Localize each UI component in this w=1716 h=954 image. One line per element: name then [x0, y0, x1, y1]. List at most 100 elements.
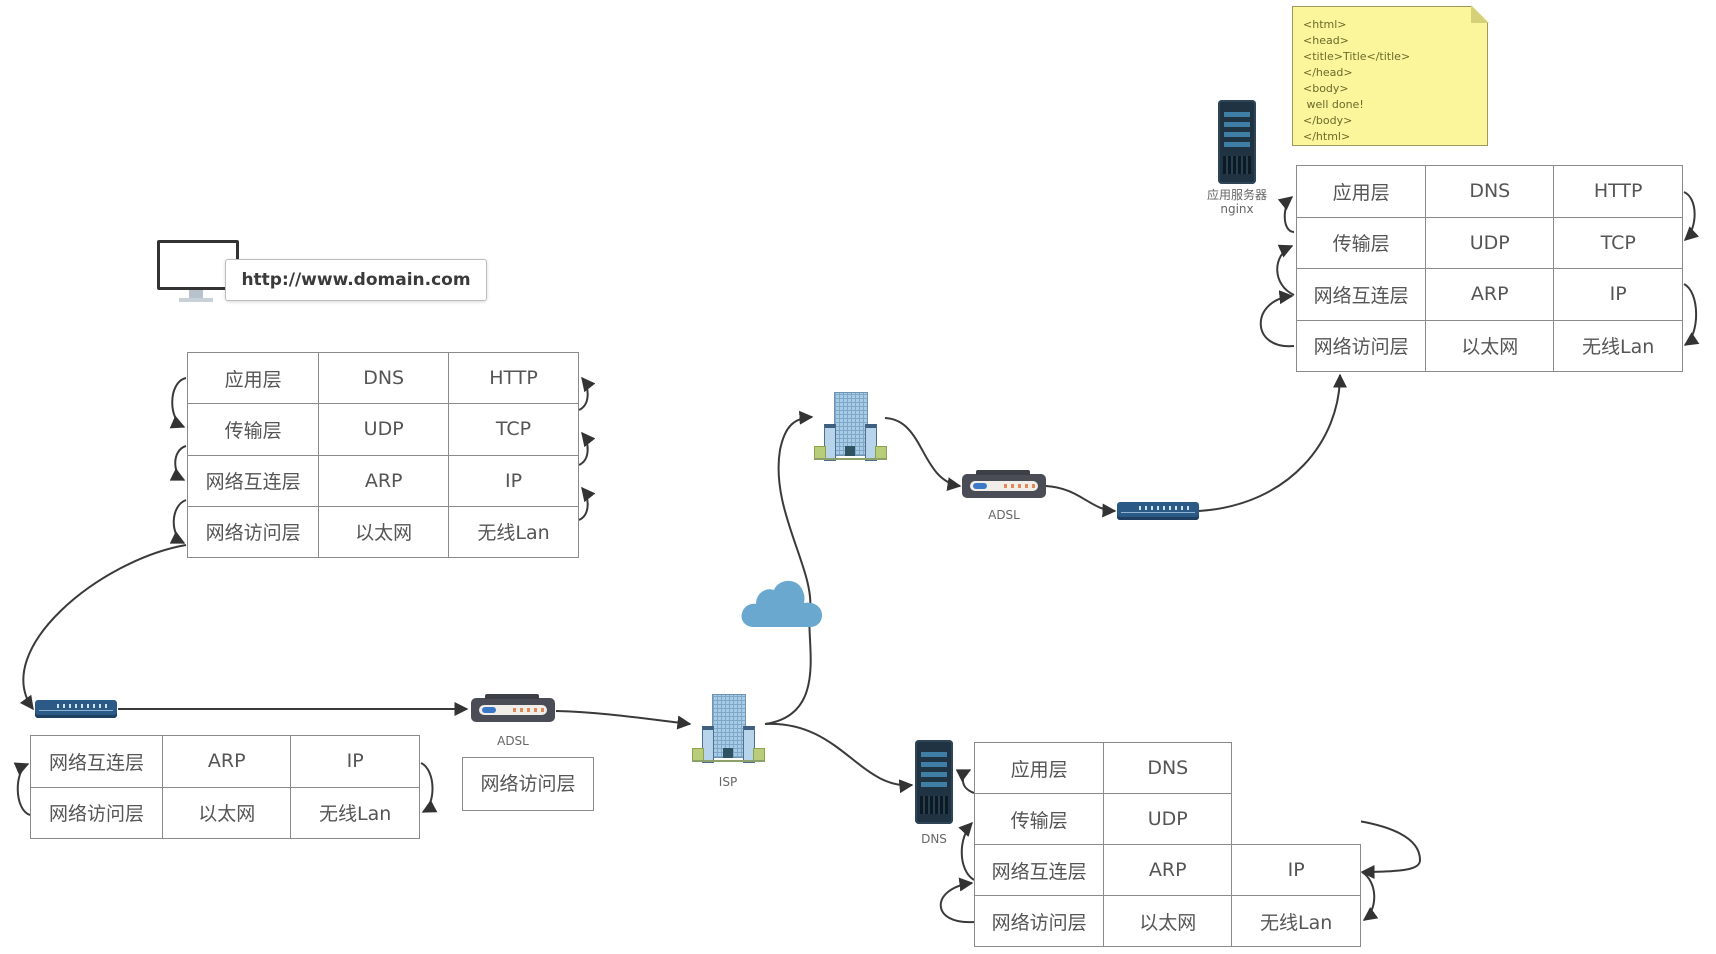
protocol-cell: UDP: [1103, 793, 1233, 845]
arrow-dns-access-to-internet: [939, 877, 975, 924]
layer-name-cell: 网络互连层: [973, 844, 1105, 896]
html-response-note: <html><head><title>Title</title></head><…: [1292, 5, 1489, 146]
arrow-app-transport-to-app: [1277, 196, 1295, 233]
arrow-building-to-adsl: [884, 417, 962, 492]
protocol-cell: IP: [1553, 268, 1683, 321]
layer-name-cell: 传输层: [1295, 216, 1427, 269]
arrow-isp-to-dns: [764, 722, 914, 794]
layer-name-cell: 传输层: [186, 403, 320, 456]
cloud-shape: [741, 580, 822, 627]
client-switch-icon: [35, 700, 117, 718]
html-response-code: <html><head><title>Title</title></head><…: [1303, 17, 1410, 145]
protocol-cell: 以太网: [162, 786, 292, 839]
layer-name-cell: 网络互连层: [1295, 268, 1427, 321]
dns-server-icon: [915, 740, 953, 824]
protocol-cell: 无线Lan: [1553, 319, 1683, 372]
isp-label: ISP: [718, 775, 738, 789]
app-server-label: 应用服务器: [1206, 188, 1267, 202]
server-side-building-icon: [814, 388, 887, 466]
protocol-cell: 以太网: [1425, 319, 1555, 372]
protocol-cell: TCP: [1553, 216, 1683, 269]
arrow-dns-ip-to-lan: [1361, 871, 1379, 921]
layer-name-cell: 网络访问层: [1295, 319, 1427, 372]
code-line: <title>Title</title>: [1303, 50, 1411, 63]
server-switch-icon: [1117, 502, 1199, 520]
isp-building-icon: [692, 690, 765, 768]
arrow-client-app-to-transport: [169, 377, 187, 429]
protocol-cell: UDP: [318, 403, 450, 456]
protocol-cell: ARP: [162, 735, 292, 788]
arrow-dns-internet-to-transport: [958, 821, 975, 881]
protocol-cell: IP: [448, 454, 579, 507]
layer-row: 网络访问层以太网无线Lan: [973, 895, 1361, 947]
arrow-adsl-to-switch: [1045, 485, 1117, 518]
arrow-client-ip-to-tcp: [578, 431, 596, 466]
layer-name-cell: 应用层: [1295, 165, 1427, 218]
app-server-sublabel: nginx: [1220, 202, 1254, 216]
protocol-cell: HTTP: [1553, 165, 1683, 218]
code-line: </html>: [1303, 130, 1351, 143]
protocol-cell: 无线Lan: [448, 505, 579, 559]
arrow-app-ip-to-lan: [1683, 283, 1700, 346]
arrow-client-lan-to-ip: [578, 486, 596, 521]
protocol-cell: 无线Lan: [290, 786, 420, 839]
server-adsl-label: ADSL: [988, 508, 1020, 522]
arrow-client-tcp-to-http: [578, 376, 596, 411]
protocol-cell: TCP: [448, 403, 579, 456]
code-line: <head>: [1303, 34, 1349, 47]
layer-name-cell: 应用层: [186, 351, 320, 405]
arrow-switch-table-right: [420, 762, 438, 813]
protocol-cell: 以太网: [318, 505, 450, 559]
code-line: well done!: [1303, 98, 1364, 111]
internet-cloud-icon: [741, 580, 822, 627]
arrow-app-access-to-internet: [1259, 290, 1295, 348]
layer-name-cell: 应用层: [973, 742, 1105, 794]
layer-name-cell: 网络互连层: [29, 735, 164, 788]
arrow-app-http-to-tcp: [1683, 191, 1700, 241]
protocol-cell: DNS: [318, 351, 450, 405]
arrow-app-internet-to-transport: [1276, 244, 1295, 296]
code-line: </head>: [1303, 66, 1353, 79]
server-adsl-modem-icon: [962, 470, 1046, 498]
code-line: <body>: [1303, 82, 1349, 95]
protocol-cell: ARP: [318, 454, 450, 507]
arrow-client-to-switch: [19, 544, 187, 711]
protocol-cell: [1232, 743, 1361, 794]
layer-row: 网络访问层以太网无线Lan: [1295, 319, 1683, 372]
arrow-dns-transport-to-app: [955, 769, 975, 794]
protocol-cell: 无线Lan: [1231, 895, 1361, 947]
client-adsl-modem-icon: [471, 694, 555, 722]
protocol-cell: HTTP: [448, 351, 579, 405]
protocol-cell: UDP: [1425, 216, 1555, 269]
code-line: </body>: [1303, 114, 1353, 127]
arrow-adsl-to-isp: [555, 710, 692, 730]
layer-name-cell: 传输层: [973, 793, 1105, 845]
adsl-access-layer-box: 网络访问层: [462, 757, 594, 811]
protocol-cell: ARP: [1425, 268, 1555, 321]
arrow-client-transport-to-internet: [169, 445, 187, 481]
protocol-cell: IP: [290, 735, 420, 788]
note-fold-corner: [1471, 5, 1489, 23]
layer-name-cell: 网络访问层: [186, 505, 320, 559]
layer-row: 网络访问层以太网无线Lan: [186, 505, 579, 559]
client-adsl-label: ADSL: [497, 734, 529, 748]
protocol-cell: DNS: [1425, 165, 1555, 218]
layer-name-cell: 网络访问层: [973, 895, 1105, 947]
app-server-icon: [1218, 100, 1256, 184]
arrow-client-internet-to-access: [169, 499, 187, 544]
dns-server-label: DNS: [921, 832, 947, 846]
layer-name-cell: 网络互连层: [186, 454, 320, 507]
